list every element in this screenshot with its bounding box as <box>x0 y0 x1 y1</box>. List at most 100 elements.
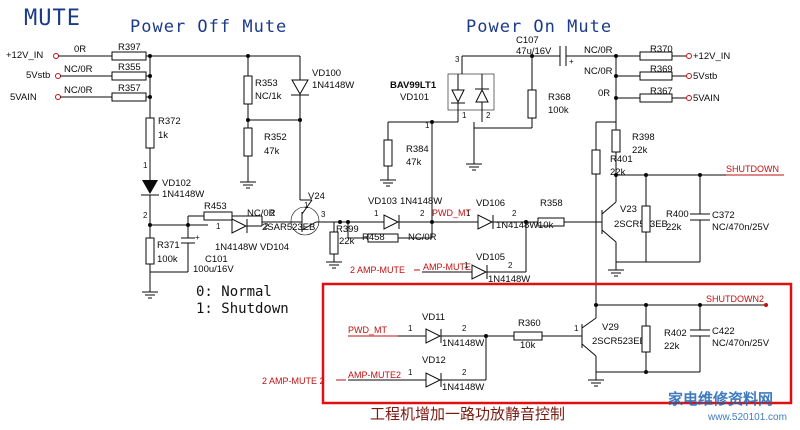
resistor-r371 <box>145 237 155 265</box>
svg-text:R355: R355 <box>118 62 141 73</box>
caption-added-amp-mute: 工程机增加一路功放静音控制 <box>370 405 565 423</box>
svg-text:1N4148W: 1N4148W <box>442 382 484 393</box>
svg-text:22k: 22k <box>610 167 626 178</box>
svg-text:0R: 0R <box>598 88 610 99</box>
svg-text:1k: 1k <box>158 130 168 141</box>
vd103-r384: 1 2 VD103 1N4148W 1 R384 47k <box>368 120 442 238</box>
resistor-r397 <box>111 51 147 61</box>
vd100-v24: VD100 1N4148W 1 V24 2SAR523EB 3 <box>262 56 354 236</box>
svg-text:+12V_IN: +12V_IN <box>693 51 730 62</box>
svg-text:1N4148W: 1N4148W <box>215 242 257 253</box>
resistor-r402 <box>641 325 651 353</box>
svg-text:47k: 47k <box>406 157 422 168</box>
diode-vd12 <box>425 372 442 388</box>
svg-text:2: 2 <box>270 209 275 218</box>
svg-text:2SAR523EB: 2SAR523EB <box>262 222 315 233</box>
svg-text:1: 1 <box>143 161 148 170</box>
svg-text:1: 1 <box>464 261 469 270</box>
svg-text:VD104: VD104 <box>260 242 289 253</box>
svg-text:R371: R371 <box>157 240 180 251</box>
svg-text:V24: V24 <box>308 191 325 202</box>
r372-vd102-branch: R372 1k 1 VD102 1N4148W 2 <box>141 116 204 240</box>
svg-text:1N4148W: 1N4148W <box>162 189 204 200</box>
svg-text:1N4148W: 1N4148W <box>488 274 530 285</box>
title-power-on-mute: Power On Mute <box>466 17 612 37</box>
svg-text:47k: 47k <box>264 146 280 157</box>
vd105-amp-mute: 2 AMP-MUTE AMP-MUTE 1 2 VD105 1N4148W <box>350 222 530 285</box>
svg-text:R367: R367 <box>650 86 673 97</box>
net-shutdown2: SHUTDOWN2 <box>706 294 764 304</box>
resistor-r357 <box>111 92 147 102</box>
svg-text:R402: R402 <box>664 328 687 339</box>
resistor-r401 <box>591 149 601 175</box>
svg-text:2: 2 <box>420 209 425 218</box>
diode-vd101-b <box>475 88 489 103</box>
svg-text:5VAIN: 5VAIN <box>693 93 720 104</box>
note-normal: 0: Normal <box>196 284 272 300</box>
svg-text:2 AMP-MUTE: 2 AMP-MUTE <box>350 265 405 275</box>
resistor-r399 <box>329 231 339 255</box>
svg-text:10k: 10k <box>520 340 536 351</box>
r398-r401: R398 22k SHUTDOWN R401 22k <box>591 121 784 305</box>
resistor-r360 <box>513 331 543 341</box>
r353-r352-column: R353 NC/1k R352 47k <box>240 54 300 189</box>
svg-text:2: 2 <box>486 111 491 120</box>
svg-text:1N4148W: 1N4148W <box>312 80 354 91</box>
transistor-v23: V23 <box>620 204 637 215</box>
watermark-url: www.520101.com <box>707 412 787 423</box>
svg-text:2: 2 <box>462 368 467 377</box>
diode-vd11 <box>425 328 442 344</box>
svg-text:R458: R458 <box>362 232 385 243</box>
svg-text:100u/16V: 100u/16V <box>193 264 234 275</box>
svg-text:C372: C372 <box>712 210 735 221</box>
net-5vstb-left: 5Vstb <box>26 70 50 81</box>
net-pwd-mt-top: PWD_MT <box>432 208 471 218</box>
svg-text:2SCR523EB: 2SCR523EB <box>592 336 646 347</box>
svg-text:NC/0R: NC/0R <box>584 66 613 77</box>
resistor-r384 <box>383 139 393 167</box>
diode-vd101-a <box>451 89 465 104</box>
svg-text:VD12: VD12 <box>422 355 446 366</box>
svg-text:NC/470n/25V: NC/470n/25V <box>712 338 770 349</box>
svg-text:NC/470n/25V: NC/470n/25V <box>712 222 770 233</box>
diode-vd103 <box>383 214 400 230</box>
transistor-v24 <box>290 206 320 236</box>
diode-vd105 <box>471 264 488 280</box>
diode-vd106 <box>477 214 494 230</box>
svg-text:NC/0R: NC/0R <box>247 208 276 219</box>
svg-text:22k: 22k <box>339 236 355 247</box>
note-shutdown: 1: Shutdown <box>196 301 289 317</box>
net-port <box>53 53 59 59</box>
diode-vd100 <box>291 79 309 96</box>
svg-text:1N4148W: 1N4148W <box>400 196 442 207</box>
svg-text:3: 3 <box>455 55 460 64</box>
svg-text:R453: R453 <box>204 201 227 212</box>
svg-text:100k: 100k <box>548 105 569 116</box>
svg-text:3: 3 <box>321 210 326 219</box>
svg-text:VD105: VD105 <box>476 252 505 263</box>
net-12v-in-left: +12V_IN <box>6 50 43 61</box>
svg-text:NC/0R: NC/0R <box>408 232 437 243</box>
r371-c101: R371 100k + C101 100u/16V <box>142 225 234 299</box>
svg-text:100k: 100k <box>157 254 178 265</box>
svg-text:R399: R399 <box>336 224 359 235</box>
svg-text:VD103: VD103 <box>368 196 397 207</box>
svg-text:1: 1 <box>408 324 413 333</box>
resistor-r453 <box>203 211 233 221</box>
watermark: 家电维修资料网 www.520101.com <box>668 390 787 423</box>
svg-text:R352: R352 <box>264 132 287 143</box>
svg-text:10k: 10k <box>538 220 554 231</box>
added-circuit-frame <box>321 282 793 405</box>
svg-text:NC/0R: NC/0R <box>584 45 613 56</box>
svg-text:1N4148W: 1N4148W <box>442 338 484 349</box>
svg-text:NC/0R: NC/0R <box>64 64 93 75</box>
resistor-r372 <box>145 117 155 149</box>
title-mute: MUTE <box>24 6 81 31</box>
svg-text:47u/16V: 47u/16V <box>516 46 552 57</box>
svg-text:VD11: VD11 <box>422 312 445 323</box>
svg-text:1N4148W: 1N4148W <box>496 220 538 231</box>
svg-text:1: 1 <box>374 209 379 218</box>
svg-text:0R: 0R <box>74 44 86 55</box>
title-power-off-mute: Power Off Mute <box>130 17 287 37</box>
